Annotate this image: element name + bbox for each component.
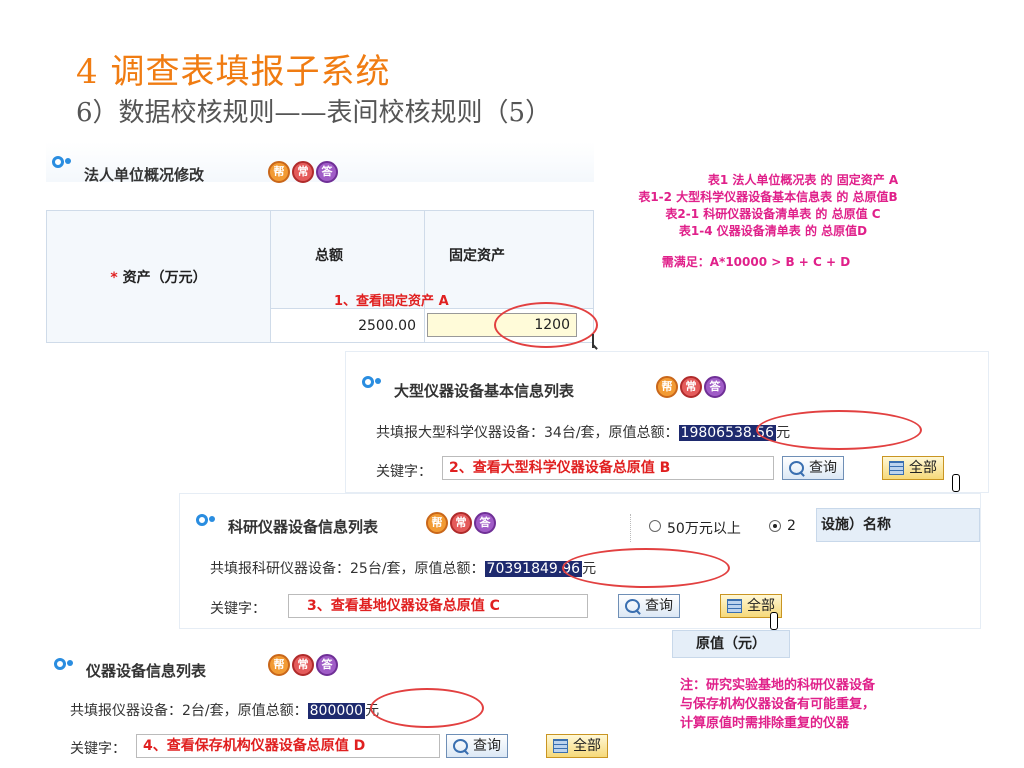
fixed-asset-highlight-ellipse	[494, 302, 598, 348]
step1-note: 1、查看固定资产 A	[334, 294, 449, 309]
grid-icon	[727, 599, 742, 613]
column-header: 设施）名称	[816, 508, 980, 542]
keyword-label: 关键字：	[70, 741, 126, 757]
footnote-line-3: 计算原值时需排除重复的仪器	[680, 716, 850, 731]
footnote-line-2: 与保存机构仪器设备有可能重复，	[680, 697, 876, 712]
asset-label: 资产（万元）	[122, 269, 207, 286]
bullet-icon	[52, 156, 71, 168]
search-label: 查询	[645, 598, 673, 614]
asset-label-cell: * 资产（万元）	[46, 210, 271, 343]
slide-title: 4 调查表填报子系统	[76, 52, 391, 92]
summary-prefix: 共填报大型科学仪器设备：34台/套，原值总额：	[376, 425, 679, 441]
all-label: 全部	[909, 460, 937, 476]
faq-badge-icon[interactable]: 常	[450, 512, 472, 534]
total-value: 19806538.56	[678, 425, 777, 441]
answer-badge-icon[interactable]: 答	[316, 654, 338, 676]
footnote-line-1: 注：研究实验基地的科研仪器设备	[680, 678, 876, 693]
total-value-cell: 2500.00	[270, 308, 425, 343]
search-label: 查询	[809, 460, 837, 476]
search-label: 查询	[473, 738, 501, 754]
bullet-icon	[196, 514, 215, 526]
search-icon	[453, 739, 468, 753]
search-icon	[625, 599, 640, 613]
summary-prefix: 共填报仪器设备：2台/套，原值总额：	[70, 703, 308, 719]
answer-badge-icon[interactable]: 答	[474, 512, 496, 534]
value-c-highlight-ellipse	[562, 548, 730, 588]
grid-icon	[889, 461, 904, 475]
faq-badge-icon[interactable]: 常	[292, 654, 314, 676]
help-badge-icon[interactable]: 帮	[426, 512, 448, 534]
show-all-button[interactable]: 全部	[546, 734, 608, 758]
rule-line-4: 表1-4 仪器设备清单表 的 总原值D	[678, 224, 868, 238]
answer-badge-icon[interactable]: 答	[704, 376, 726, 398]
total-header-cell: 总额	[270, 210, 425, 309]
keyword-input[interactable]: 3、查看基地仪器设备总原值 C	[288, 594, 588, 618]
panel-title: 法人单位概况修改	[84, 166, 205, 184]
help-badge-icon[interactable]: 帮	[656, 376, 678, 398]
research-instrument-panel: 科研仪器设备信息列表 帮 常 答 50万元以上 2 设施）名称 共填报科研仪器设…	[180, 494, 980, 628]
footnote-block: 注：研究实验基地的科研仪器设备 与保存机构仪器设备有可能重复， 计算原值时需排除…	[680, 676, 1020, 733]
grid-icon	[553, 739, 568, 753]
total-value: 70391849.96	[484, 561, 583, 577]
rule-line-1: 表1 法人单位概况表 的 固定资产 A	[707, 173, 899, 187]
faq-badge-icon[interactable]: 常	[292, 161, 314, 183]
required-star: *	[110, 269, 118, 286]
radio-over-50w[interactable]	[649, 520, 661, 532]
keyword-label: 关键字：	[210, 601, 266, 617]
radio-label-1: 50万元以上	[667, 521, 741, 537]
col-total-label: 总额	[315, 248, 343, 264]
panel-title: 大型仪器设备基本信息列表	[394, 382, 575, 400]
search-button[interactable]: 查询	[446, 734, 508, 758]
value-b-highlight-ellipse	[756, 410, 922, 450]
rule-condition: 需满足：A*10000 > B + C + D	[661, 255, 851, 269]
rule-line-3: 表2-1 科研仪器设备清单表 的 总原值 C	[665, 207, 881, 221]
rules-block: 表1 法人单位概况表 的 固定资产 A 表1-2 大型科学仪器设备基本信息表 的…	[520, 172, 1016, 271]
search-button[interactable]: 查询	[782, 456, 844, 480]
text-cursor-icon	[590, 334, 606, 354]
help-badge-icon[interactable]: 帮	[268, 161, 290, 183]
panel-title: 仪器设备信息列表	[86, 662, 207, 680]
panel-title: 科研仪器设备信息列表	[228, 518, 379, 536]
bullet-icon	[54, 658, 73, 670]
show-all-button[interactable]: 全部	[882, 456, 944, 480]
keyword-label: 关键字：	[376, 464, 432, 480]
keyword-input[interactable]: 2、查看大型科学仪器设备总原值 B	[442, 456, 774, 480]
slide-subtitle: 6）数据校核规则——表间校核规则（5）	[76, 98, 552, 128]
instrument-list-panel: 原值（元） 仪器设备信息列表 帮 常 答 共填报仪器设备：2台/套，原值总额：8…	[46, 630, 790, 768]
keyword-input[interactable]: 4、查看保存机构仪器设备总原值 D	[136, 734, 440, 758]
search-button[interactable]: 查询	[618, 594, 680, 618]
legal-entity-panel: 法人单位概况修改 帮 常 答 * 资产（万元） 总额 固定资产 2500.00 …	[46, 142, 594, 352]
search-icon	[789, 461, 804, 475]
total-value: 800000	[307, 703, 366, 719]
answer-badge-icon[interactable]: 答	[316, 161, 338, 183]
radio-2[interactable]	[769, 520, 781, 532]
fixed-header-cell: 固定资产	[424, 210, 594, 309]
bullet-icon	[362, 376, 381, 388]
all-label: 全部	[573, 738, 601, 754]
radio-group: 50万元以上 2	[630, 514, 830, 542]
value-d-highlight-ellipse	[370, 688, 484, 728]
radio-label-2: 2	[787, 518, 796, 534]
column-header: 原值（元）	[672, 630, 790, 658]
help-badge-icon[interactable]: 帮	[268, 654, 290, 676]
hand-cursor-icon	[766, 612, 782, 632]
col-fixed-label: 固定资产	[449, 248, 505, 264]
summary-prefix: 共填报科研仪器设备：25台/套，原值总额：	[210, 561, 485, 577]
rule-line-2: 表1-2 大型科学仪器设备基本信息表 的 总原值B	[638, 190, 898, 204]
faq-badge-icon[interactable]: 常	[680, 376, 702, 398]
hand-cursor-icon	[948, 474, 964, 494]
all-label: 全部	[747, 598, 775, 614]
